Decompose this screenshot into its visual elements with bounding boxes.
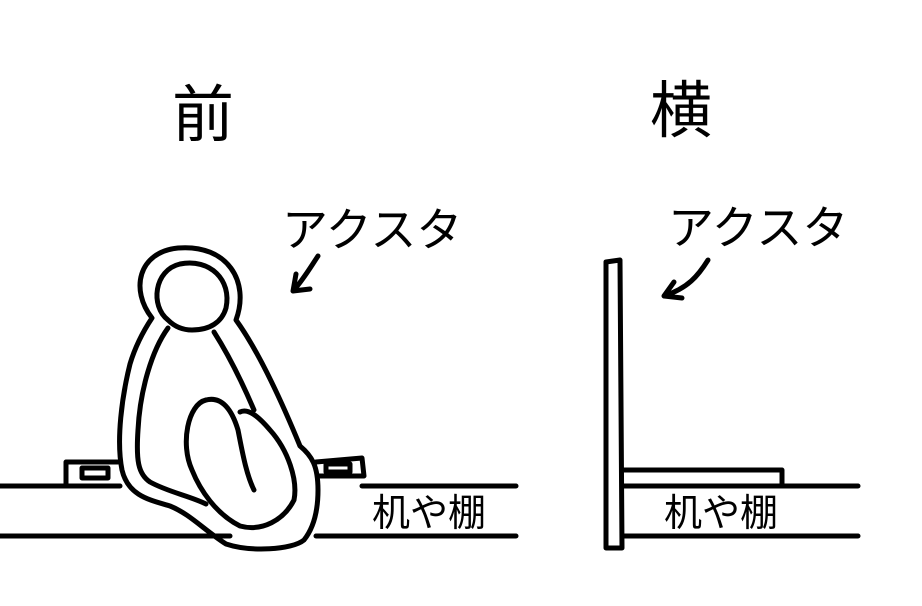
side-title: 横 xyxy=(650,74,712,147)
side-arrow-icon xyxy=(661,257,711,301)
front-acrylic-outline xyxy=(117,245,321,552)
side-view: 横 アクスタ 机や棚 xyxy=(603,74,861,551)
front-character-head xyxy=(154,260,230,333)
front-character-legs xyxy=(183,397,298,530)
side-surface-label: 机や棚 xyxy=(664,491,778,535)
front-acrylic-label: アクスタ xyxy=(282,203,462,257)
front-view: 前 アクスタ 机や棚 xyxy=(0,78,519,552)
front-title: 前 xyxy=(172,78,234,151)
side-shelf xyxy=(621,483,861,539)
side-acrylic-panel xyxy=(603,257,625,551)
front-acrylic-base xyxy=(63,455,367,489)
side-acrylic-base xyxy=(621,467,785,487)
front-arrow-icon xyxy=(290,253,321,294)
side-acrylic-label: アクスタ xyxy=(668,201,848,255)
front-character-body xyxy=(134,325,209,507)
front-surface-label: 机や棚 xyxy=(372,491,486,535)
front-shelf xyxy=(0,483,519,539)
